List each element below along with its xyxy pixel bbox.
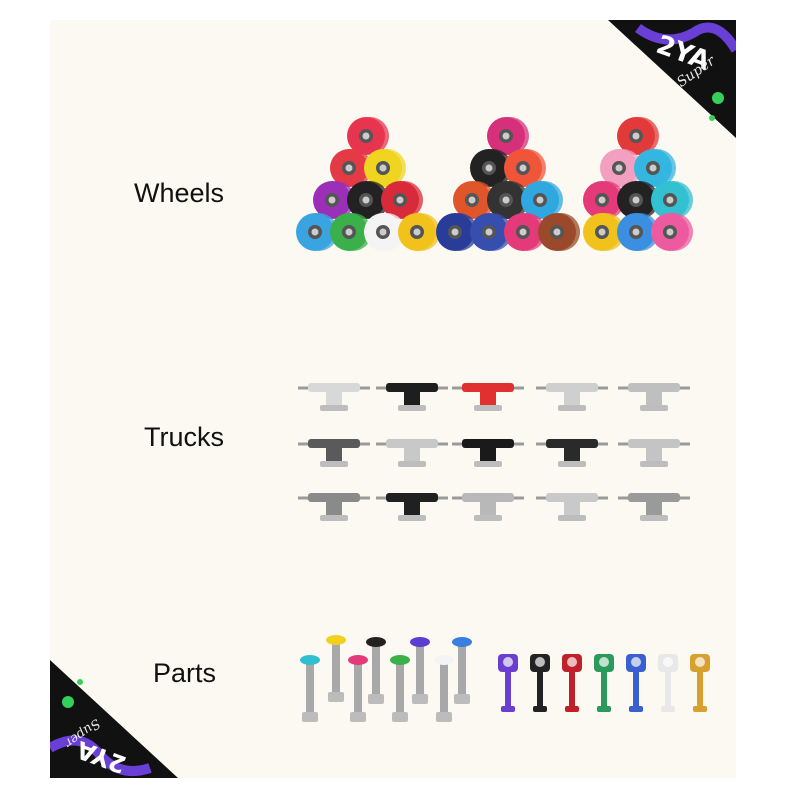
wheel bbox=[487, 181, 529, 219]
trucks-image-group bbox=[298, 383, 690, 521]
truck bbox=[452, 439, 524, 467]
nut-bolt bbox=[498, 654, 518, 712]
section-label-wheels: Wheels bbox=[134, 178, 225, 208]
nut-bolt bbox=[626, 654, 646, 712]
nut-bolt bbox=[594, 654, 614, 712]
truck bbox=[376, 383, 448, 411]
wheel bbox=[330, 213, 372, 251]
wheel bbox=[487, 117, 529, 155]
wheel bbox=[470, 213, 512, 251]
truck bbox=[536, 493, 608, 521]
wheel bbox=[651, 181, 693, 219]
truck bbox=[298, 493, 370, 521]
wheel bbox=[296, 213, 338, 251]
bolt bbox=[410, 637, 430, 704]
bolt bbox=[366, 637, 386, 704]
product-panel: 2YA Super 2YA Super Wheels Trucks Parts bbox=[50, 20, 736, 778]
bolt bbox=[300, 655, 320, 722]
brand-corner-top-right: 2YA Super bbox=[608, 20, 736, 138]
wheel bbox=[504, 213, 546, 251]
parts-image-group bbox=[300, 635, 710, 722]
truck bbox=[298, 383, 370, 411]
wheel bbox=[381, 181, 423, 219]
truck bbox=[536, 439, 608, 467]
bolt bbox=[348, 655, 368, 722]
wheel bbox=[617, 213, 659, 251]
nut-bolt bbox=[530, 654, 550, 712]
section-label-trucks: Trucks bbox=[144, 422, 224, 452]
truck bbox=[618, 439, 690, 467]
section-label-parts: Parts bbox=[153, 658, 217, 688]
wheel bbox=[330, 149, 372, 187]
truck bbox=[376, 493, 448, 521]
truck bbox=[618, 493, 690, 521]
wheels-image-group bbox=[296, 117, 693, 251]
wheel bbox=[521, 181, 563, 219]
bolt bbox=[452, 637, 472, 704]
wheel bbox=[364, 149, 406, 187]
wheel bbox=[364, 213, 406, 251]
bolt bbox=[390, 655, 410, 722]
wheel bbox=[436, 213, 478, 251]
nut-bolt bbox=[562, 654, 582, 712]
nut-bolt bbox=[690, 654, 710, 712]
truck bbox=[376, 439, 448, 467]
brand-corner-bottom-left: 2YA Super bbox=[50, 660, 178, 778]
wheel bbox=[470, 149, 512, 187]
bolt bbox=[326, 635, 346, 702]
wheel bbox=[313, 181, 355, 219]
wheel bbox=[347, 117, 389, 155]
truck bbox=[298, 439, 370, 467]
truck bbox=[452, 383, 524, 411]
wheel bbox=[617, 117, 659, 155]
wheel bbox=[651, 213, 693, 251]
bolt bbox=[434, 655, 454, 722]
wheel bbox=[583, 181, 625, 219]
wheel bbox=[600, 149, 642, 187]
wheel bbox=[538, 213, 580, 251]
wheel bbox=[347, 181, 389, 219]
wheel bbox=[398, 213, 440, 251]
truck bbox=[536, 383, 608, 411]
nut-bolt bbox=[658, 654, 678, 712]
wheel bbox=[583, 213, 625, 251]
wheel bbox=[634, 149, 676, 187]
wheel bbox=[504, 149, 546, 187]
wheel bbox=[453, 181, 495, 219]
truck bbox=[452, 493, 524, 521]
wheel bbox=[617, 181, 659, 219]
truck bbox=[618, 383, 690, 411]
